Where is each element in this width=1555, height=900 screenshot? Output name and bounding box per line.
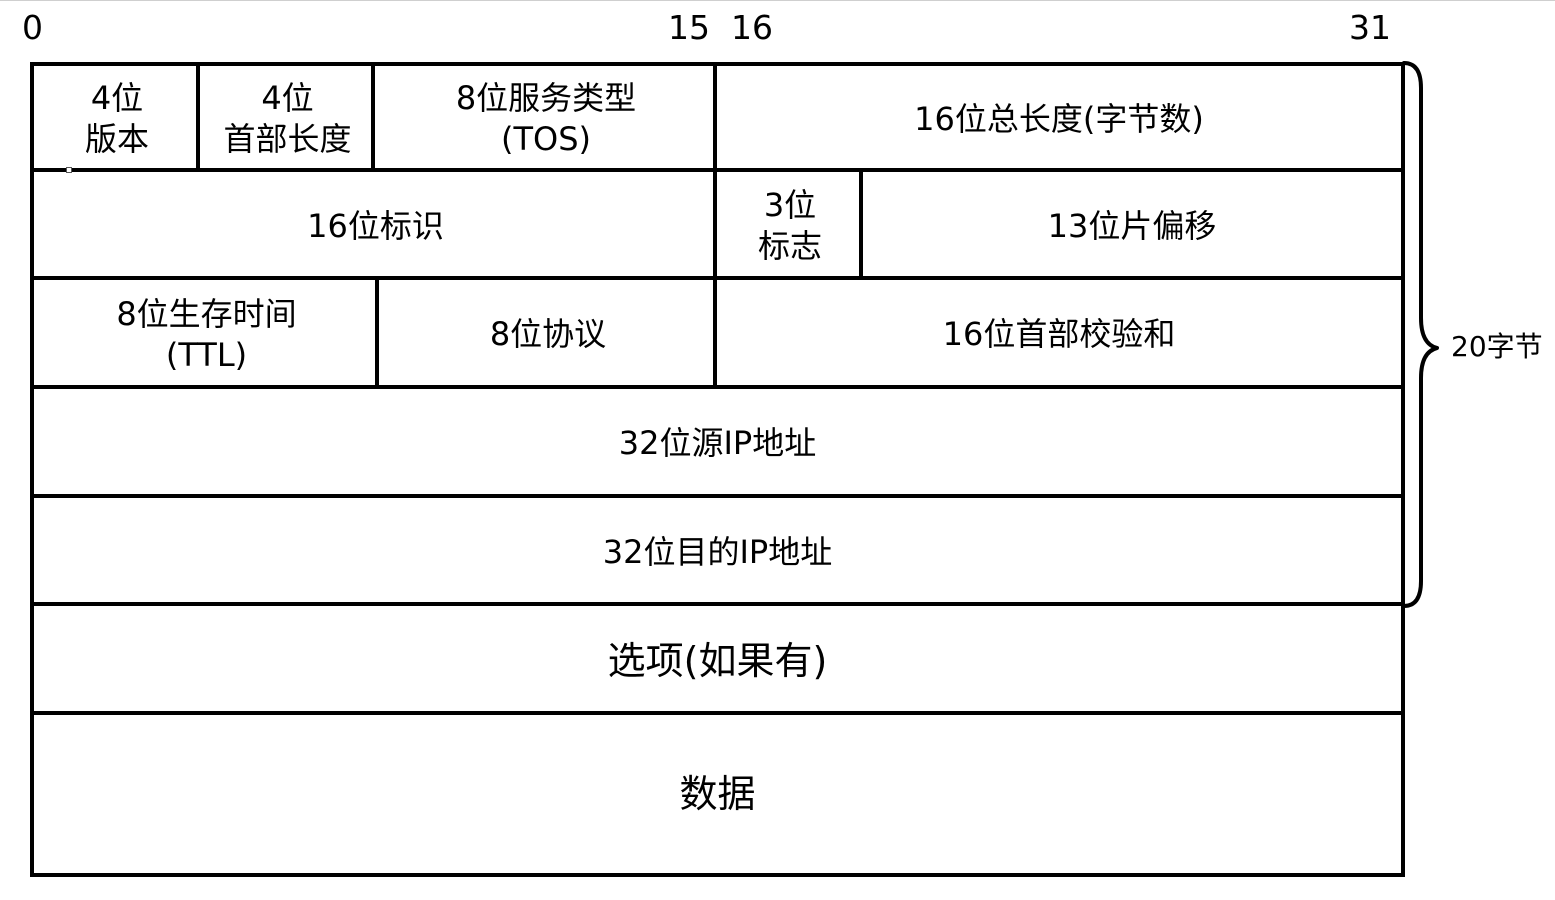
bit-label-15: 15 <box>668 8 710 47</box>
header-length-field: 4位 首部长度 <box>196 62 379 176</box>
bit-label-16: 16 <box>731 8 773 47</box>
tos-field: 8位服务类型 (TOS) <box>371 62 721 176</box>
ttl-abbrev: (TTL) <box>165 335 248 374</box>
options-label: 选项(如果有) <box>607 638 828 683</box>
header-size-label: 20字节 <box>1451 330 1543 363</box>
flags-label: 标志 <box>757 227 822 265</box>
total-length-label: 16位总长度(字节数) <box>914 99 1204 138</box>
source-ip-label: 32位源IP地址 <box>618 424 817 462</box>
checksum-field: 16位首部校验和 <box>713 276 1405 393</box>
tos-abbrev: (TOS) <box>500 120 591 158</box>
total-length-field: 16位总长度(字节数) <box>713 62 1405 176</box>
options-field: 选项(如果有) <box>30 602 1405 719</box>
ttl-label: 8位生存时间 <box>116 294 297 333</box>
identification-label: 16位标识 <box>307 206 444 245</box>
ttl-field: 8位生存时间 (TTL) <box>30 276 383 393</box>
version-field: 4位 版本 <box>30 62 204 176</box>
bit-label-0: 0 <box>22 8 43 47</box>
checksum-label: 16位首部校验和 <box>942 315 1176 353</box>
selection-handle <box>66 167 72 173</box>
top-border-line <box>0 0 1555 1</box>
fragment-offset-label: 13位片偏移 <box>1047 206 1217 245</box>
data-label: 数据 <box>679 772 756 816</box>
fragment-offset-field: 13位片偏移 <box>859 168 1405 284</box>
protocol-field: 8位协议 <box>375 276 721 393</box>
flags-field: 3位 标志 <box>713 168 867 284</box>
header-brace <box>1402 61 1439 608</box>
protocol-label: 8位协议 <box>489 315 607 353</box>
version-label: 版本 <box>84 120 149 158</box>
header-length-bits: 4位 <box>261 79 314 117</box>
source-ip-field: 32位源IP地址 <box>30 385 1405 502</box>
dest-ip-label: 32位目的IP地址 <box>602 532 833 571</box>
data-field: 数据 <box>30 711 1405 877</box>
version-bits: 4位 <box>90 79 144 117</box>
identification-field: 16位标识 <box>30 168 721 284</box>
header-length-label: 首部长度 <box>223 120 352 158</box>
dest-ip-field: 32位目的IP地址 <box>30 494 1405 610</box>
tos-label: 8位服务类型 <box>455 79 637 117</box>
flags-bits: 3位 <box>763 186 817 224</box>
bit-label-31: 31 <box>1349 8 1391 47</box>
